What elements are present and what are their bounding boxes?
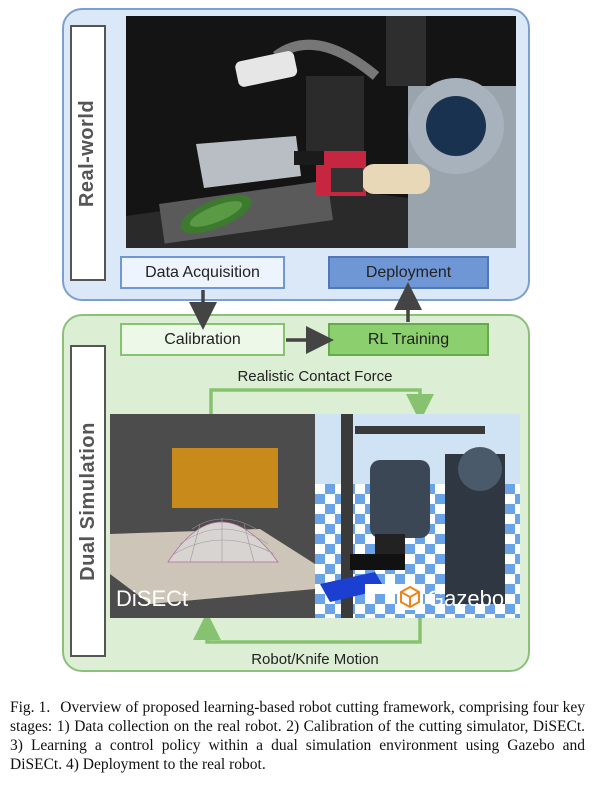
data-acquisition-label: Data Acquisition <box>145 263 260 281</box>
rl-training-label: RL Training <box>367 330 450 348</box>
gazebo-view: Gazebo <box>315 414 520 618</box>
figure-caption: Fig. 1.Overview of proposed learning-bas… <box>10 698 585 774</box>
disect-scene <box>110 448 315 604</box>
figure-caption-text: Overview of proposed learning-based robo… <box>10 699 585 773</box>
dual-simulation-label-box: Dual Simulation <box>70 345 106 657</box>
real-world-label-box: Real-world <box>70 25 106 281</box>
figure-caption-prefix: Fig. 1. <box>10 699 51 716</box>
real-robot-illustration <box>126 16 516 248</box>
deployment-box: Deployment <box>328 256 489 289</box>
contact-force-label: Realistic Contact Force <box>237 368 393 385</box>
deployment-label: Deployment <box>365 263 452 281</box>
calibration-label: Calibration <box>164 330 241 348</box>
contact-force-arrow <box>209 388 434 422</box>
rl-training-box: RL Training <box>328 323 489 356</box>
disect-view: DiSECt <box>110 414 315 618</box>
data-acquisition-box: Data Acquisition <box>120 256 285 289</box>
gazebo-view-label: Gazebo <box>427 586 505 611</box>
gazebo-logo-icon <box>397 584 423 610</box>
robot-motion-label: Robot/Knife Motion <box>251 651 379 668</box>
disect-view-label: DiSECt <box>116 586 189 611</box>
robot-motion-arrow <box>193 612 422 644</box>
real-robot-photo <box>126 16 516 248</box>
